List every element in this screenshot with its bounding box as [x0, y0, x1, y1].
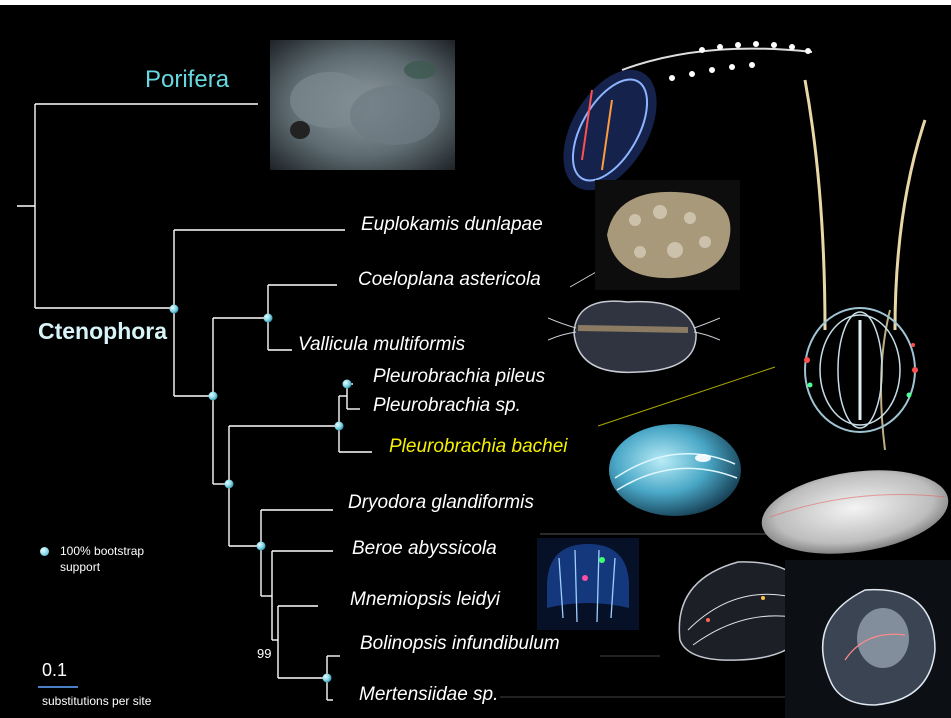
- sponge-photo: [270, 40, 455, 170]
- legend-line-1: 100% bootstrap: [60, 543, 144, 559]
- clade-label: Ctenophora: [38, 318, 167, 345]
- taxon-label: Mertensiidae sp.: [359, 684, 498, 706]
- taxon-label: Beroe abyssicola: [352, 538, 497, 560]
- taxon-label: Mnemiopsis leidyi: [350, 589, 500, 611]
- taxon-label: Euplokamis dunlapae: [361, 214, 543, 236]
- bootstrap-node-marker: [209, 392, 218, 401]
- scale-bar: [38, 686, 78, 688]
- taxon-label: Coeloplana astericola: [358, 269, 541, 291]
- beroe-photo: [755, 462, 951, 560]
- bootstrap-node-marker: [225, 480, 234, 489]
- pleurobrachia-bachei-photo: [605, 418, 745, 522]
- taxon-label: Vallicula multiformis: [298, 334, 465, 356]
- taxon-label: Pleurobrachia sp.: [373, 395, 521, 417]
- coeloplana-photo: [595, 180, 740, 290]
- support-value: 99: [257, 646, 271, 661]
- bootstrap-node-marker: [343, 380, 352, 389]
- bolinopsis-photo: [785, 560, 951, 718]
- outgroup-label: Porifera: [145, 66, 229, 94]
- legend-line-2: support: [60, 559, 144, 575]
- ctenophore-tentacle-photo: [785, 70, 950, 460]
- bootstrap-node-marker: [170, 305, 179, 314]
- bootstrap-node-marker: [323, 674, 332, 683]
- scale-caption: substitutions per site: [42, 694, 151, 708]
- taxon-label: Bolinopsis infundibulum: [360, 633, 560, 655]
- scale-value: 0.1: [42, 660, 67, 681]
- taxon-label-highlighted: Pleurobrachia bachei: [389, 436, 568, 458]
- taxon-label: Pleurobrachia pileus: [373, 366, 545, 388]
- legend-text: 100% bootstrap support: [60, 543, 144, 575]
- vallicula-photo: [548, 288, 720, 380]
- dryodora-photo: [537, 538, 639, 630]
- bootstrap-legend-icon: [40, 547, 49, 556]
- bootstrap-node-marker: [257, 542, 266, 551]
- taxon-label: Dryodora glandiformis: [348, 492, 534, 514]
- bootstrap-node-marker: [264, 314, 273, 323]
- bootstrap-node-marker: [335, 422, 344, 431]
